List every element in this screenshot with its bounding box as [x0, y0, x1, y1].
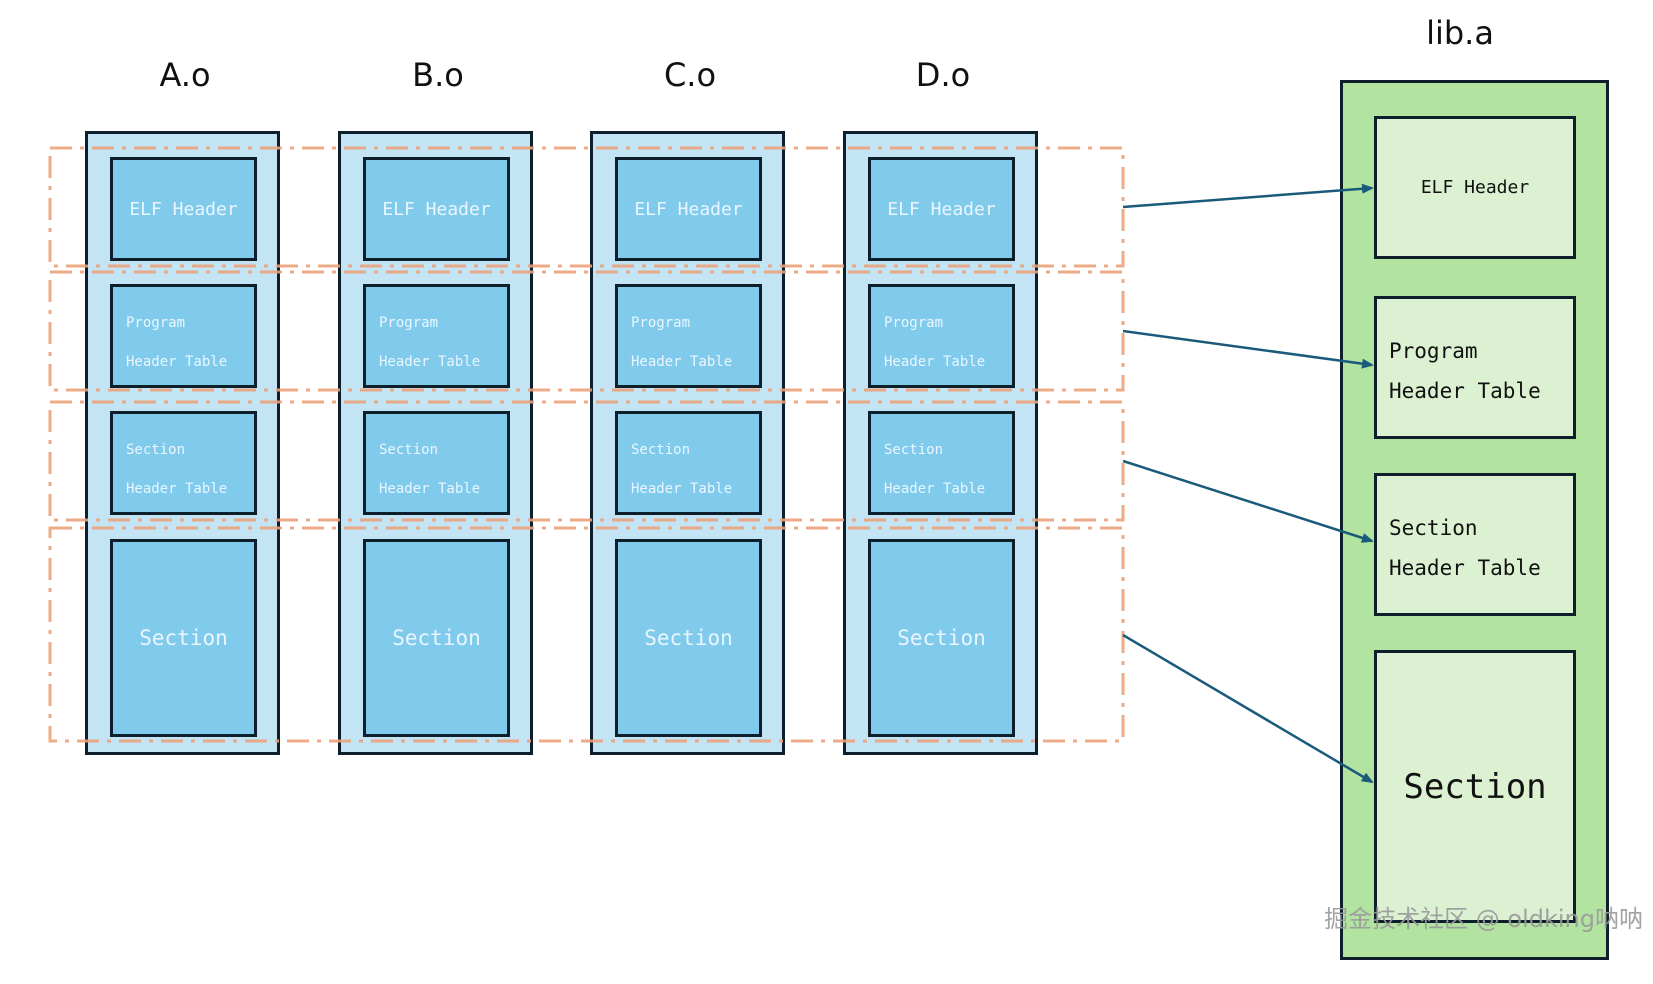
watermark: 掘金技术社区 @ oldking呐呐 [1324, 905, 1643, 933]
section-block: Section [110, 539, 257, 737]
object-file-container: ELF Header Program Header Table Section … [843, 131, 1038, 755]
elf-header-merge-arrow [1122, 183, 1374, 209]
block-label-line2: Header Table [631, 481, 733, 497]
block-label-line2: Header Table [1389, 379, 1541, 403]
section-merge-arrow [1122, 633, 1374, 784]
block-label-line1: Section [1389, 516, 1478, 540]
elf-header-group-box [48, 146, 1125, 268]
section-header-table-block: Section Header Table [110, 411, 257, 515]
elf-header-block: ELF Header [615, 157, 762, 261]
section-header-table-block: Section Header Table [615, 411, 762, 515]
block-label-line1: Program [379, 315, 439, 331]
block-label-line1: Program [884, 315, 944, 331]
object-file-title: C.o [663, 56, 717, 94]
elf-header-block: ELF Header [868, 157, 1015, 261]
section-block: Section [615, 539, 762, 737]
program-header-table-block: Program Header Table [615, 284, 762, 388]
library-title: lib.a [1426, 14, 1494, 52]
section-block: Section [363, 539, 510, 737]
block-label-line2: Header Table [126, 354, 228, 370]
object-file-container: ELF Header Program Header Table Section … [338, 131, 533, 755]
elf-header-block: ELF Header [363, 157, 510, 261]
block-label-line2: Header Table [631, 354, 733, 370]
library-section-header-table-block: Section Header Table [1374, 473, 1576, 616]
block-label-line1: Section [631, 442, 691, 458]
block-label-line2: Header Table [379, 354, 481, 370]
program-header-table-block: Program Header Table [868, 284, 1015, 388]
block-label-line1: Section [379, 442, 439, 458]
section-group-box [48, 526, 1125, 743]
section-header-table-block: Section Header Table [363, 411, 510, 515]
library-container: ELF Header Program Header Table Section … [1340, 80, 1609, 960]
object-file-title: D.o [915, 56, 971, 94]
library-program-header-table-block: Program Header Table [1374, 296, 1576, 439]
block-label-line2: Header Table [126, 481, 228, 497]
object-file-title: B.o [412, 56, 464, 94]
section-header-table-merge-arrow [1122, 459, 1374, 543]
block-label-line2: Header Table [379, 481, 481, 497]
section-header-table-group-box [48, 400, 1125, 522]
program-header-table-group-box [48, 270, 1125, 392]
block-label-line1: Program [126, 315, 186, 331]
elf-header-block: ELF Header [110, 157, 257, 261]
section-header-table-block: Section Header Table [868, 411, 1015, 515]
block-label-line1: Program [1389, 339, 1478, 363]
object-file-container: ELF Header Program Header Table Section … [590, 131, 785, 755]
object-file-title: A.o [159, 56, 211, 94]
program-header-table-block: Program Header Table [363, 284, 510, 388]
block-label-line2: Header Table [884, 481, 986, 497]
block-label-line2: Header Table [1389, 556, 1541, 580]
block-label-line1: Program [631, 315, 691, 331]
program-header-table-merge-arrow [1122, 329, 1374, 369]
library-section-block: Section [1374, 650, 1576, 923]
section-block: Section [868, 539, 1015, 737]
object-file-container: ELF Header Program Header Table Section … [85, 131, 280, 755]
block-label-line1: Section [126, 442, 186, 458]
library-elf-header-block: ELF Header [1374, 116, 1576, 259]
block-label-line2: Header Table [884, 354, 986, 370]
block-label-line1: Section [884, 442, 944, 458]
program-header-table-block: Program Header Table [110, 284, 257, 388]
